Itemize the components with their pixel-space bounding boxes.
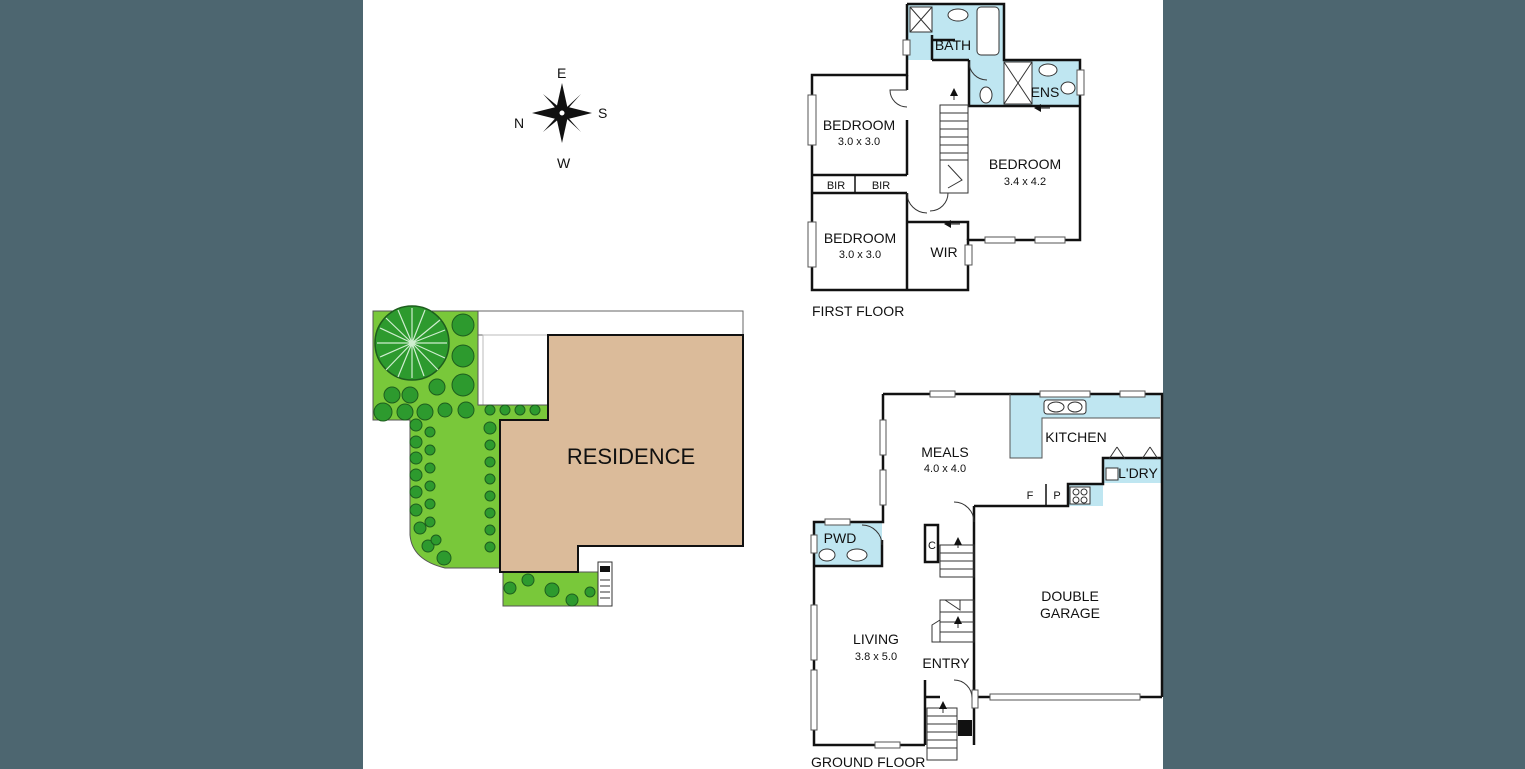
first-floor-title: FIRST FLOOR	[812, 303, 904, 319]
shrubs	[373, 313, 596, 607]
wir-label: WIR	[930, 244, 957, 260]
ensuite-label: ENS	[1031, 84, 1060, 100]
living-label: LIVING	[853, 631, 899, 647]
residence-label: RESIDENCE	[567, 444, 695, 469]
meals-dims: 4.0 x 4.0	[924, 463, 966, 475]
garage-label-line1: DOUBLE	[1041, 588, 1099, 604]
cupboard-label: C	[928, 540, 936, 552]
bir-1-label: BIR	[827, 180, 845, 192]
ground-floor-plan: MEALS 4.0 x 4.0 KITCHEN L'DRY F P PWD C …	[810, 390, 1164, 769]
compass-east: E	[557, 65, 566, 81]
compass-west: W	[557, 155, 571, 171]
entry-label: ENTRY	[922, 655, 970, 671]
garage-label-line2: GARAGE	[1040, 605, 1100, 621]
bedroom-1-dims: 3.0 x 3.0	[838, 136, 880, 148]
bedroom-2-dims: 3.0 x 3.0	[839, 249, 881, 261]
laundry-label: L'DRY	[1118, 465, 1158, 481]
compass-rose: E S W N	[514, 65, 607, 171]
compass-south: S	[598, 105, 607, 121]
meals-label: MEALS	[921, 444, 968, 460]
powder-room-label: PWD	[824, 530, 857, 546]
living-dims: 3.8 x 5.0	[855, 651, 897, 663]
pantry-label: P	[1053, 490, 1060, 502]
fridge-label: F	[1027, 490, 1034, 502]
first-floor-plan: BATH ENS BEDROOM 3.0 x 3.0 BIR BIR BEDRO…	[807, 2, 1085, 319]
tree-canopy	[374, 305, 450, 381]
bedroom-3-dims: 3.4 x 4.2	[1004, 176, 1046, 188]
bedroom-1-label: BEDROOM	[823, 117, 895, 133]
bedroom-3-label: BEDROOM	[989, 156, 1061, 172]
bath-label: BATH	[935, 37, 971, 53]
bedroom-2-label: BEDROOM	[824, 230, 896, 246]
site-plan: RESIDENCE	[372, 305, 744, 607]
compass-north: N	[514, 115, 524, 131]
kitchen-label: KITCHEN	[1045, 429, 1106, 445]
ground-floor-title: GROUND FLOOR	[811, 754, 925, 769]
bir-2-label: BIR	[872, 180, 890, 192]
